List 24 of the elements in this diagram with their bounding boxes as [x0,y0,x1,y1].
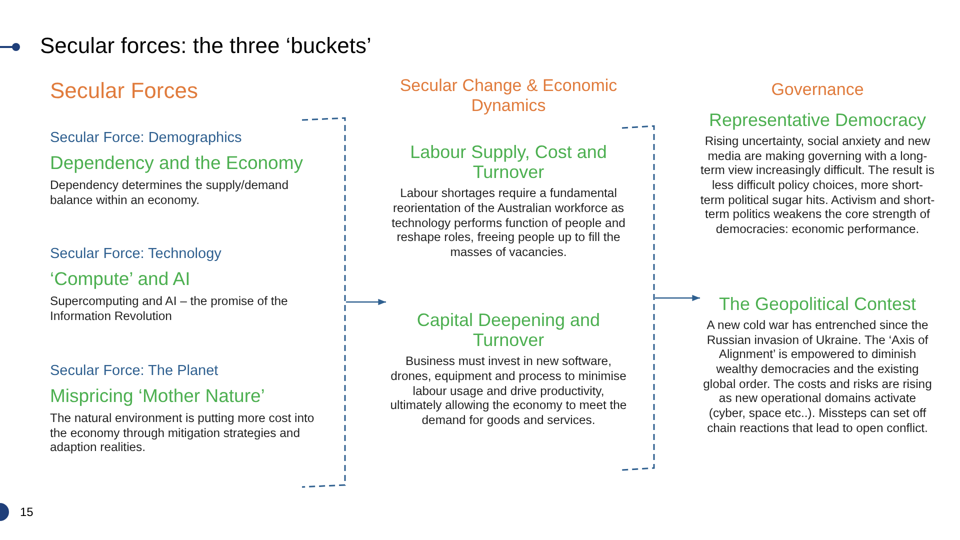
description-text: Dependency determines the supply/demand balance within an economy. [50,178,290,208]
description-text: The natural environment is putting more cost into the economy through mitigation strategies and adaption realities. [50,411,316,456]
page-number: 15 [20,505,34,519]
topic-heading: Representative Democracy [708,110,928,130]
force-category: Secular Force: Demographics [50,130,243,148]
topic-heading: Dependency and the Economy [50,153,304,174]
description-text: Rising uncertainty, social anxiety and new media are making governing with a long-term view increasingly difficult. The result is less difficult policy choices, more short-term political sugar hits. Activism and short-term politics weakens the core strength of democracies: economic performance. [700,134,935,237]
description-text: Supercomputing and AI – the promise of the Information Revolution [50,294,289,324]
slide-title: Secular forces: the three ‘buckets’ [40,33,372,59]
description-text: A new cold war has entrenched since the Russian invasion of Ukraine. The ‘Axis of Alignment’ is empowered to diminish wealthy democracies and the existing global order. The costs and risks are rising as new operational domains activate (cyber, space etc..). Missteps can set off chain reactions that lead to open conflict. [702,318,933,436]
description-text: Labour shortages require a fundamental reorientation of the Australian workforce as technology performs function of people and reshape roles, freeing people up to fill the masses of vacancies. [390,186,626,260]
topic-heading: Mispricing ‘Mother Nature’ [50,386,266,408]
arrow [346,298,386,306]
topic-heading: Labour Supply, Cost and Turnover [409,142,608,182]
force-category: Secular Force: Technology [50,246,222,264]
description-text: Business must invest in new software, drones, equipment and process to minimise labour usage and drive productivity, ultimately allowing the economy to meet the demand for goods and services. [389,354,628,428]
arrow [655,294,700,302]
topic-heading: The Geopolitical Contest [718,294,918,314]
topic-heading: ‘Compute’ and AI [50,269,192,290]
topic-heading: Capital Deepening and Turnover [416,310,602,350]
column-heading: Secular Forces [50,78,199,104]
force-category: Secular Force: The Planet [50,363,220,380]
column-heading: Secular Change & Economic Dynamics [398,76,618,116]
column-heading: Governance [770,80,865,100]
